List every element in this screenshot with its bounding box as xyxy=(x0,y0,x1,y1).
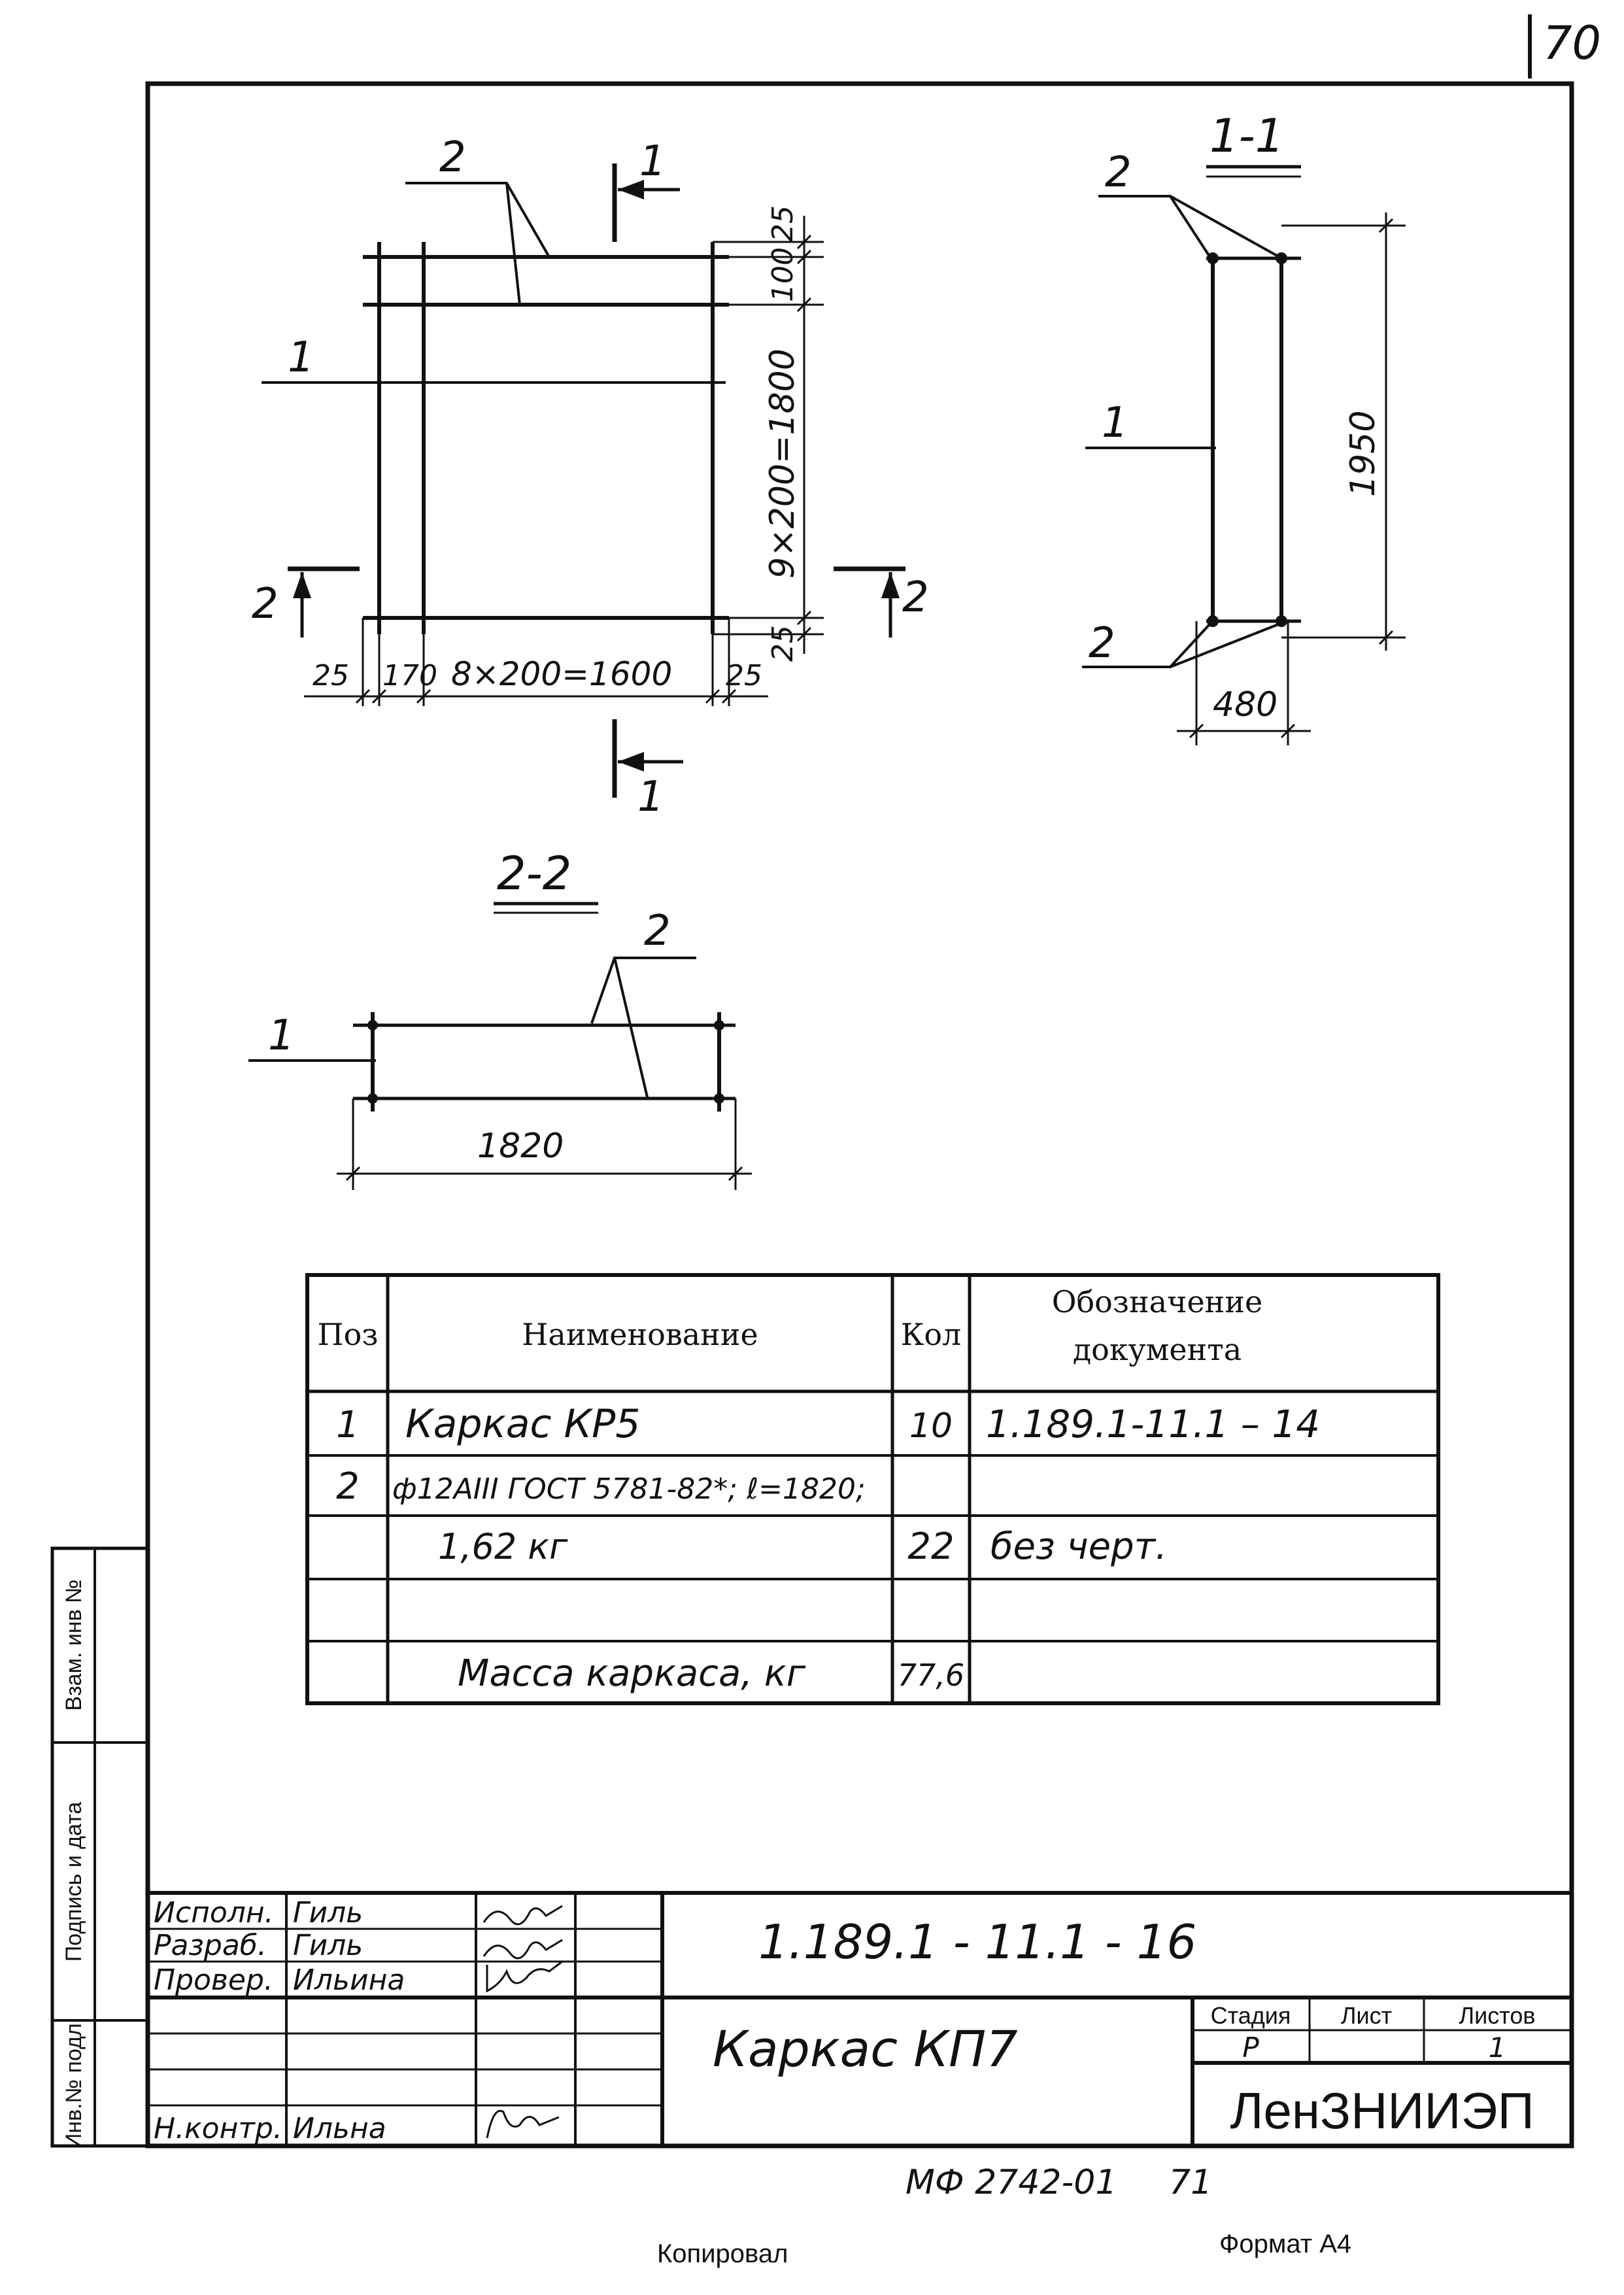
sheets-label: Листов xyxy=(1459,2002,1536,2029)
section-mark-2-right-label: 2 xyxy=(902,573,929,622)
th-doc-line1: Обозначение xyxy=(1052,1284,1262,1319)
name-nkontr: Ильна xyxy=(293,2112,386,2145)
signature-nkontr xyxy=(486,2109,560,2139)
section-mark-1-top-label: 1 xyxy=(639,137,666,186)
section-1-1-pos-mid: 1 xyxy=(1102,399,1128,447)
section-1-1-pos-bottom: 2 xyxy=(1089,619,1115,668)
name-ispoln: Гиль xyxy=(293,1896,363,1930)
stage-label: Стадия xyxy=(1211,2002,1291,2029)
th-name: Наименование xyxy=(522,1317,758,1352)
title-block: Исполн. Гиль Разраб. Гиль Провер. Ильина… xyxy=(148,1891,1572,2146)
role-ispoln: Исполн. xyxy=(154,1896,274,1930)
section-1-1-dim-height: 1950 xyxy=(1344,411,1383,497)
organization: ЛенЗНИИЭП xyxy=(1230,2082,1534,2139)
spec-table-border xyxy=(305,1273,1440,1705)
dim-bottom-offset: 25 xyxy=(766,625,800,662)
section-1-1-title: 1-1 xyxy=(1210,109,1284,163)
side-stamp-inv-podl: Инв.№ подл. xyxy=(61,2017,86,2149)
th-doc-line2: документа xyxy=(1073,1332,1242,1367)
dim-left-offset: 25 xyxy=(313,659,349,692)
section-mark-1-bottom-label: 1 xyxy=(637,773,664,821)
archive-num: 71 xyxy=(1169,2163,1212,2202)
role-prover: Провер. xyxy=(154,1964,273,1997)
row3-doc: без черт. xyxy=(990,1525,1167,1568)
dim-chain-vertical xyxy=(713,216,824,654)
sheets-value: 1 xyxy=(1489,2032,1506,2064)
section-2-2-pos-left: 1 xyxy=(268,1012,295,1060)
main-view: 2 1 1 1 2 2 xyxy=(252,133,929,821)
signature-ispoln xyxy=(482,1905,563,1926)
sheet-frame xyxy=(145,81,1574,2149)
row2-pos: 2 xyxy=(336,1465,360,1508)
section-2-2-title: 2-2 xyxy=(497,847,571,900)
doc-code: 1.189.1 - 11.1 - 16 xyxy=(758,1914,1196,1969)
archive-code: МФ 2742-01 xyxy=(905,2163,1117,2202)
signature-prover xyxy=(486,1960,563,1993)
sheet-label: Лист xyxy=(1341,2002,1392,2029)
mass-value: 77,6 xyxy=(898,1658,964,1693)
dim-vertical-chain: 9×200=1800 xyxy=(763,348,802,579)
side-stamp: Инв.№ подл. Подпись и дата Взам. инв № xyxy=(50,1546,150,2149)
side-stamp-vzam: Взам. инв № xyxy=(61,1579,86,1710)
section-1-1-pos-top: 2 xyxy=(1105,148,1132,197)
section-2-2: 2-2 2 1 1820 xyxy=(248,847,752,1190)
row3-name: 1,62 кг xyxy=(438,1526,568,1567)
mass-label: Масса каркаса, кг xyxy=(458,1652,806,1695)
role-nkontr: Н.контр. xyxy=(154,2112,282,2145)
row1-name: Каркас КР5 xyxy=(405,1401,640,1447)
section-mark-2-left-label: 2 xyxy=(252,580,279,628)
section-2-2-pos-top: 2 xyxy=(644,907,671,955)
pos-label-1: 1 xyxy=(288,333,314,382)
name-razrab: Гиль xyxy=(293,1929,363,1962)
copied-label: Копировал xyxy=(657,2239,788,2268)
stage-value: Р xyxy=(1242,2032,1259,2064)
dim-top-offset: 25 xyxy=(766,205,800,242)
spec-table: Поз Наименование Кол Обозначение докумен… xyxy=(305,1273,1440,1705)
th-pos: Поз xyxy=(318,1317,379,1352)
dim-top-step: 100 xyxy=(766,247,800,302)
leader-pos2 xyxy=(405,182,550,258)
row2-name: ф12АIII ГОСТ 5781-82*; ℓ=1820; xyxy=(392,1472,866,1506)
pos-label-2: 2 xyxy=(439,133,466,182)
section-1-1-dim-width: 480 xyxy=(1213,685,1277,724)
side-stamp-signature: Подпись и дата xyxy=(61,1802,86,1962)
row3-qty: 22 xyxy=(907,1525,954,1568)
section-2-2-dim-length: 1820 xyxy=(477,1127,564,1166)
signature-razrab xyxy=(482,1939,563,1960)
format-label: Формат А4 xyxy=(1219,2230,1351,2258)
name-prover: Ильина xyxy=(293,1964,405,1997)
sheet-number: 70 xyxy=(1543,16,1601,70)
dim-chain-horizontal xyxy=(304,618,768,706)
row1-pos: 1 xyxy=(336,1404,360,1446)
th-qty: Кол xyxy=(901,1317,962,1352)
row1-qty: 10 xyxy=(909,1406,953,1446)
dim-first-step: 170 xyxy=(382,659,437,692)
row1-doc: 1.189.1-11.1 – 14 xyxy=(986,1402,1320,1446)
role-razrab: Разраб. xyxy=(154,1929,267,1962)
dim-right-offset: 25 xyxy=(726,659,762,692)
item-title: Каркас КП7 xyxy=(713,2020,1018,2078)
dim-horizontal-chain: 8×200=1600 xyxy=(451,655,672,693)
section-1-1: 1-1 2 1 2 1950 480 xyxy=(1082,109,1406,745)
